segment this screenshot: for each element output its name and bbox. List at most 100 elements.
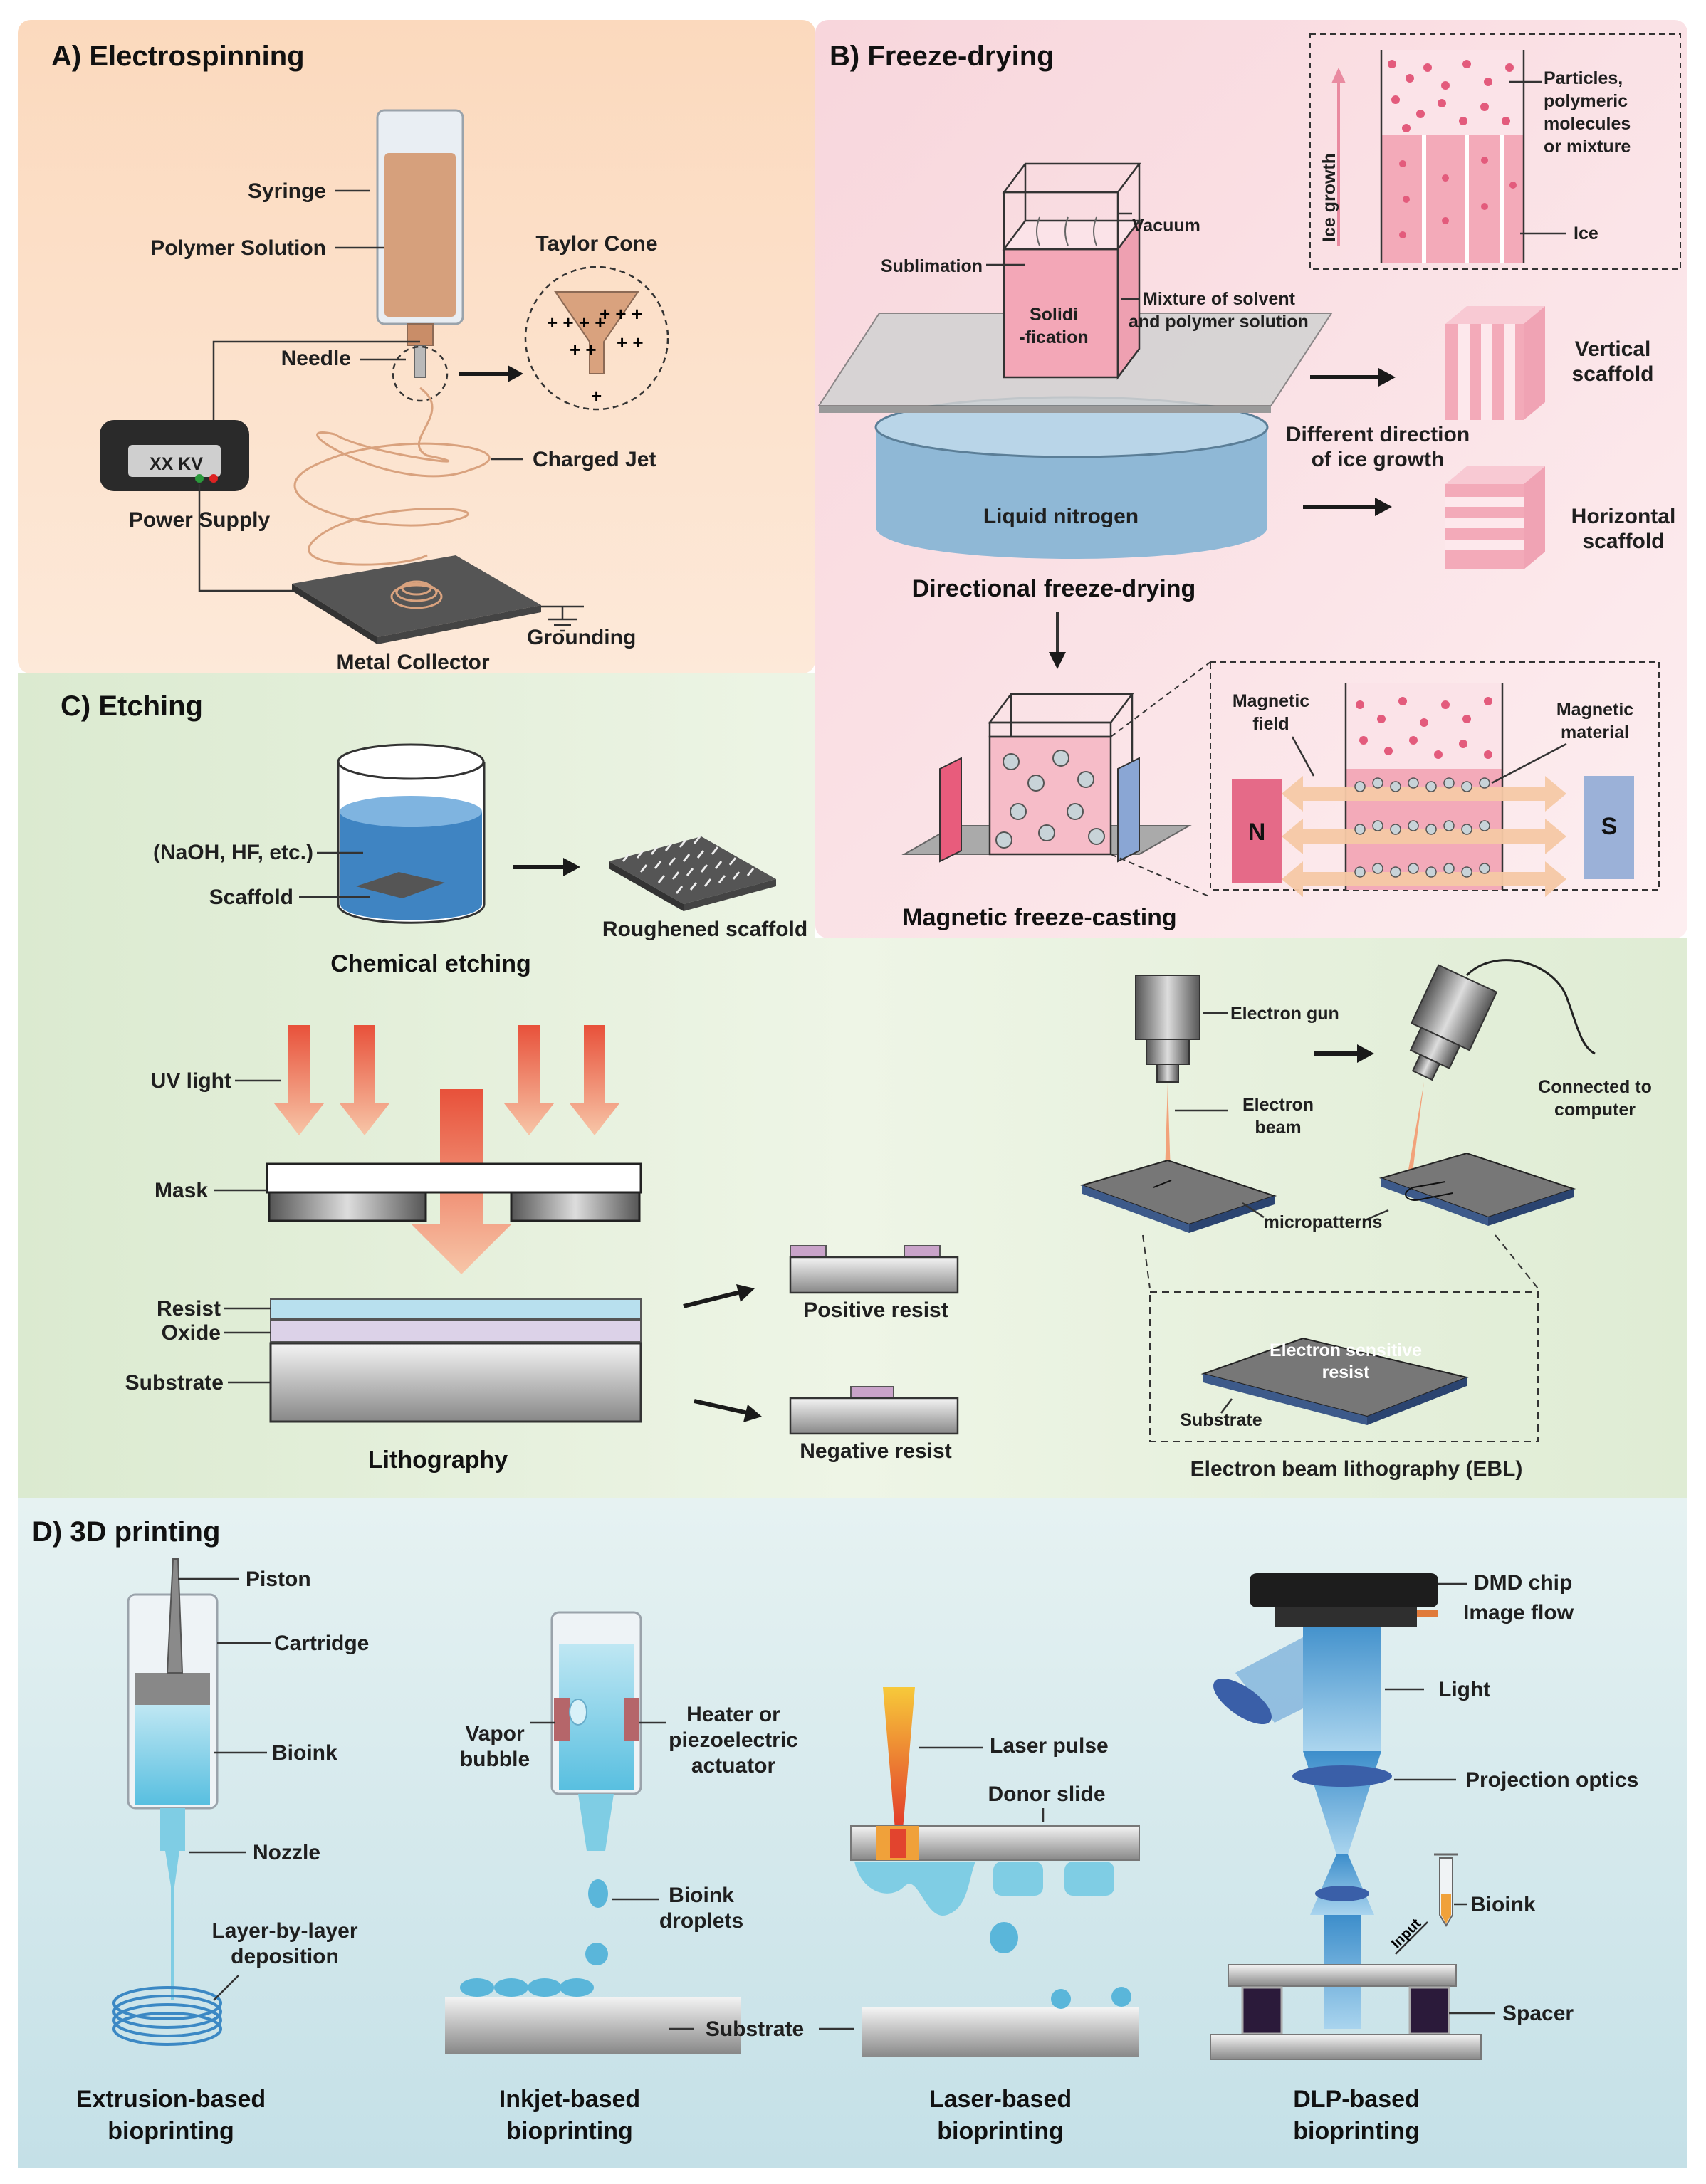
- particles-label-2: polymeric: [1544, 91, 1628, 111]
- roughened-scaffold-label: Roughened scaffold: [602, 918, 807, 941]
- solidification-label-2: -fication: [1019, 327, 1088, 347]
- svg-text:+ + + +: + + + +: [547, 312, 605, 333]
- oxide-label: Oxide: [162, 1321, 221, 1345]
- uv-light-label: UV light: [151, 1069, 231, 1093]
- inkjet-label-1: Inkjet-based: [499, 2086, 640, 2113]
- svg-text:+: +: [591, 385, 602, 406]
- magnetic-material-label-1: Magnetic: [1556, 700, 1633, 720]
- liquid-nitrogen-label: Liquid nitrogen: [983, 505, 1139, 528]
- different-direction-label-2: of ice growth: [1312, 448, 1445, 471]
- ebl-plate-1: [1079, 1159, 1277, 1233]
- projection-optics-label: Projection optics: [1465, 1768, 1638, 1792]
- particles-label-4: or mixture: [1544, 137, 1631, 157]
- ebl-plate-2: [1378, 1152, 1576, 1226]
- cartridge-label: Cartridge: [274, 1632, 369, 1655]
- magnetic-field-label-1: Magnetic: [1233, 691, 1309, 711]
- laser-label-1: Laser-based: [929, 2086, 1072, 2113]
- ebl-inset-frame: [1149, 1291, 1539, 1442]
- connected-label-2: computer: [1554, 1100, 1636, 1120]
- electron-beam-label-1: Electron: [1242, 1095, 1314, 1115]
- different-direction-label-1: Different direction: [1286, 423, 1470, 446]
- svg-text:+ + +: + + +: [600, 303, 642, 325]
- power-display-label: XX KV: [150, 454, 203, 474]
- grounding-label: Grounding: [527, 626, 636, 649]
- sublimation-label: Sublimation: [881, 256, 983, 276]
- metal-collector-illustration: [292, 555, 541, 644]
- magnetic-freeze-casting-label: Magnetic freeze-casting: [902, 904, 1176, 931]
- horizontal-scaffold: [1445, 466, 1545, 569]
- panel-c-title: C) Etching: [61, 691, 203, 722]
- dlp-printer: [1210, 1573, 1482, 2060]
- naoh-label: (NaOH, HF, etc.): [153, 841, 313, 864]
- power-supply-box: [100, 420, 249, 491]
- polymer-solution-label: Polymer Solution: [150, 236, 326, 260]
- mixture-label-2: and polymer solution: [1129, 312, 1309, 332]
- mask: [266, 1162, 642, 1222]
- needle-label: Needle: [281, 347, 351, 370]
- syringe-label: Syringe: [248, 179, 326, 203]
- droplets-label-2: droplets: [659, 1909, 743, 1933]
- inkjet-label-2: bioprinting: [506, 2118, 633, 2145]
- lithography-label: Lithography: [368, 1447, 508, 1474]
- ebl-label: Electron beam lithography (EBL): [1190, 1457, 1523, 1481]
- panel-a-title: A) Electrospinning: [51, 41, 305, 72]
- roughened-scaffold: [609, 836, 776, 911]
- magnetic-material-label-2: material: [1561, 723, 1629, 742]
- layer-label-1: Layer-by-layer: [211, 1919, 357, 1943]
- svg-text:+ +: + +: [570, 339, 597, 360]
- heater-label-2: piezoelectric: [669, 1728, 798, 1752]
- panel-b-title: B) Freeze-drying: [830, 41, 1055, 72]
- etching-beaker: [337, 743, 486, 924]
- ebl-resist-plate: [1200, 1337, 1470, 1425]
- electron-sensitive-label-1: Electron sensitive: [1270, 1340, 1422, 1360]
- laser-printer: [850, 1687, 1140, 2057]
- positive-resist-label: Positive resist: [803, 1298, 948, 1322]
- vacuum-label: Vacuum: [1132, 216, 1200, 236]
- ice-growth-label: Ice growth: [1319, 153, 1339, 242]
- ebl-substrate-label: Substrate: [1180, 1410, 1262, 1430]
- solidification-label-1: Solidi: [1030, 305, 1078, 325]
- electron-gun-2: [1406, 959, 1596, 1183]
- particles-label-3: molecules: [1544, 114, 1631, 134]
- horizontal-scaffold-label-2: scaffold: [1582, 530, 1664, 553]
- vertical-scaffold: [1445, 306, 1545, 420]
- micropatterns-label: micropatterns: [1264, 1212, 1383, 1232]
- light-label: Light: [1438, 1678, 1490, 1701]
- laser-label-2: bioprinting: [937, 2118, 1064, 2145]
- spacer-label: Spacer: [1502, 2002, 1574, 2025]
- vapor-label-1: Vapor: [465, 1722, 525, 1745]
- electron-beam-label-2: beam: [1255, 1118, 1301, 1138]
- mixture-label-1: Mixture of solvent: [1143, 289, 1296, 309]
- magnetic-field-label-2: field: [1252, 714, 1289, 734]
- taylor-cone-illustration: + + + + + + + + + + + +: [524, 266, 669, 411]
- syringe-illustration: [376, 109, 464, 378]
- inkjet-printer: [445, 1611, 741, 2054]
- dlp-label-1: DLP-based: [1293, 2086, 1420, 2113]
- heater-label-1: Heater or: [686, 1703, 780, 1726]
- svg-text:+ +: + +: [617, 332, 644, 353]
- taylor-cone-label: Taylor Cone: [535, 232, 657, 256]
- extrusion-label-2: bioprinting: [108, 2118, 234, 2145]
- vapor-label-2: bubble: [460, 1748, 530, 1771]
- droplets-label-1: Bioink: [669, 1884, 734, 1907]
- metal-collector-label: Metal Collector: [336, 651, 489, 674]
- ice-growth-inset: [1309, 33, 1681, 270]
- heater-label-3: actuator: [691, 1754, 776, 1778]
- vertical-scaffold-label-2: scaffold: [1571, 362, 1653, 386]
- donor-slide-label: Donor slide: [988, 1783, 1105, 1806]
- ice-label: Ice: [1574, 224, 1598, 243]
- dmd-chip-label: DMD chip: [1474, 1571, 1572, 1595]
- substrate-d-label: Substrate: [706, 2017, 804, 2041]
- electron-gun-label: Electron gun: [1230, 1004, 1339, 1024]
- electron-gun-1: [1135, 975, 1200, 1175]
- laser-pulse-label: Laser pulse: [990, 1734, 1109, 1758]
- bioink-label: Bioink: [272, 1741, 337, 1765]
- layer-label-2: deposition: [231, 1945, 339, 1968]
- vertical-scaffold-label-1: Vertical: [1575, 337, 1651, 361]
- charged-jet-path: [293, 387, 491, 566]
- mask-label: Mask: [155, 1179, 208, 1202]
- extrusion-label-1: Extrusion-based: [76, 2086, 266, 2113]
- particles-label-1: Particles,: [1544, 68, 1623, 88]
- charged-jet-label: Charged Jet: [533, 448, 656, 471]
